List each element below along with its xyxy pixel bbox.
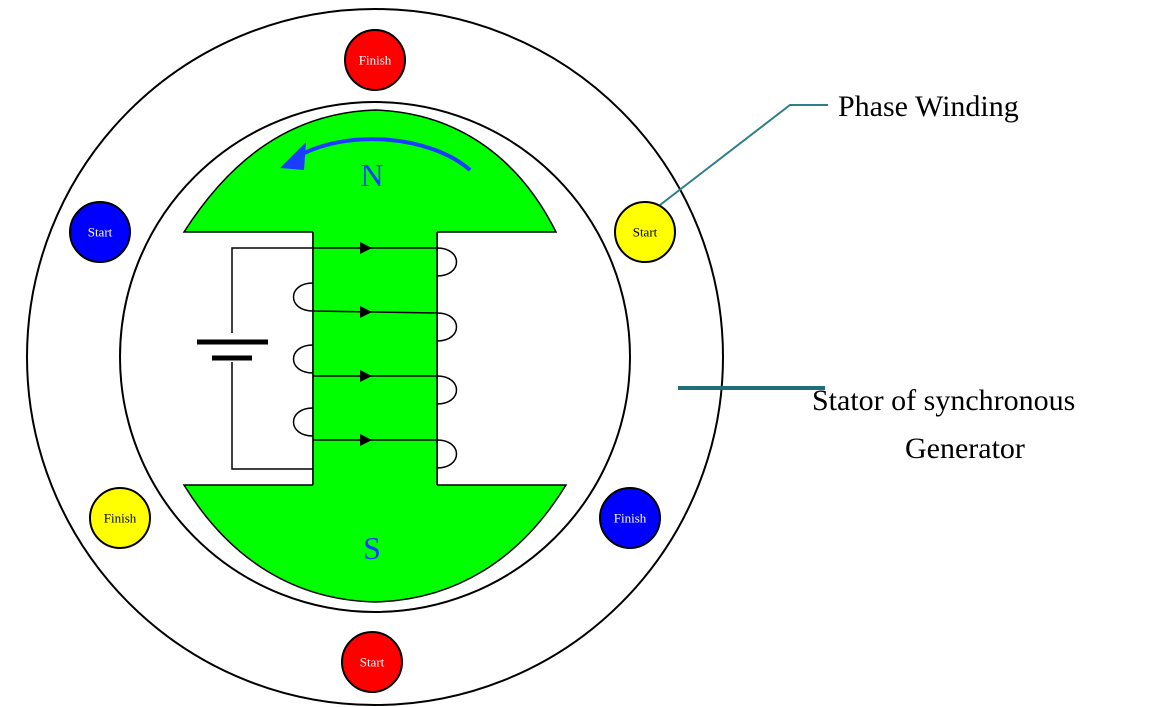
terminal-bottom-left-label: Finish — [104, 511, 137, 526]
terminal-bottom-dot — [341, 631, 403, 693]
winding-arrow-1 — [360, 242, 372, 254]
winding-arrow-4 — [360, 434, 372, 446]
stator-label-line2: Generator — [905, 432, 1025, 465]
terminal-left-label: Start — [88, 225, 113, 240]
terminal-bottom-left: Finish — [89, 487, 151, 549]
terminal-top-label: Finish — [359, 53, 392, 68]
terminal-right-dot — [614, 201, 676, 263]
terminal-top-dot — [344, 29, 406, 91]
coil-loop-left-3 — [292, 407, 314, 437]
winding-arrow-3 — [360, 370, 372, 382]
phase-winding-leader-line — [659, 104, 828, 206]
terminal-right: Start — [614, 201, 676, 263]
winding-line-2 — [312, 310, 438, 314]
coil-loop-right-1 — [436, 247, 458, 277]
winding-arrow-2 — [360, 306, 372, 318]
coil-loop-right-4 — [436, 439, 458, 469]
terminal-left-dot — [69, 201, 131, 263]
rotor-shank — [313, 230, 437, 487]
north-pole-label: N — [360, 157, 383, 193]
phase-winding-label: Phase Winding — [838, 90, 1019, 123]
terminal-left: Start — [69, 201, 131, 263]
terminal-right-label: Start — [633, 225, 658, 240]
south-pole-label: S — [363, 530, 381, 566]
terminal-bottom-right-label: Finish — [614, 511, 647, 526]
terminal-bottom-label: Start — [360, 655, 385, 670]
stator-label-line1: Stator of synchronous — [812, 384, 1075, 417]
field-circuit-wire-bottom — [231, 362, 313, 470]
coil-loop-left-2 — [292, 344, 314, 374]
rotation-arrow — [293, 137, 472, 172]
terminal-bottom-left-dot — [89, 487, 151, 549]
field-circuit-wire — [231, 247, 313, 333]
rotation-arrowhead — [280, 142, 306, 170]
coil-loop-right-3 — [436, 375, 458, 405]
terminal-bottom-right-dot — [599, 487, 661, 549]
terminal-top: Finish — [344, 29, 406, 91]
terminal-bottom-right: Finish — [599, 487, 661, 549]
coil-loop-right-2 — [436, 312, 458, 342]
terminal-bottom: Start — [341, 631, 403, 693]
coil-loop-left-1 — [292, 282, 314, 312]
